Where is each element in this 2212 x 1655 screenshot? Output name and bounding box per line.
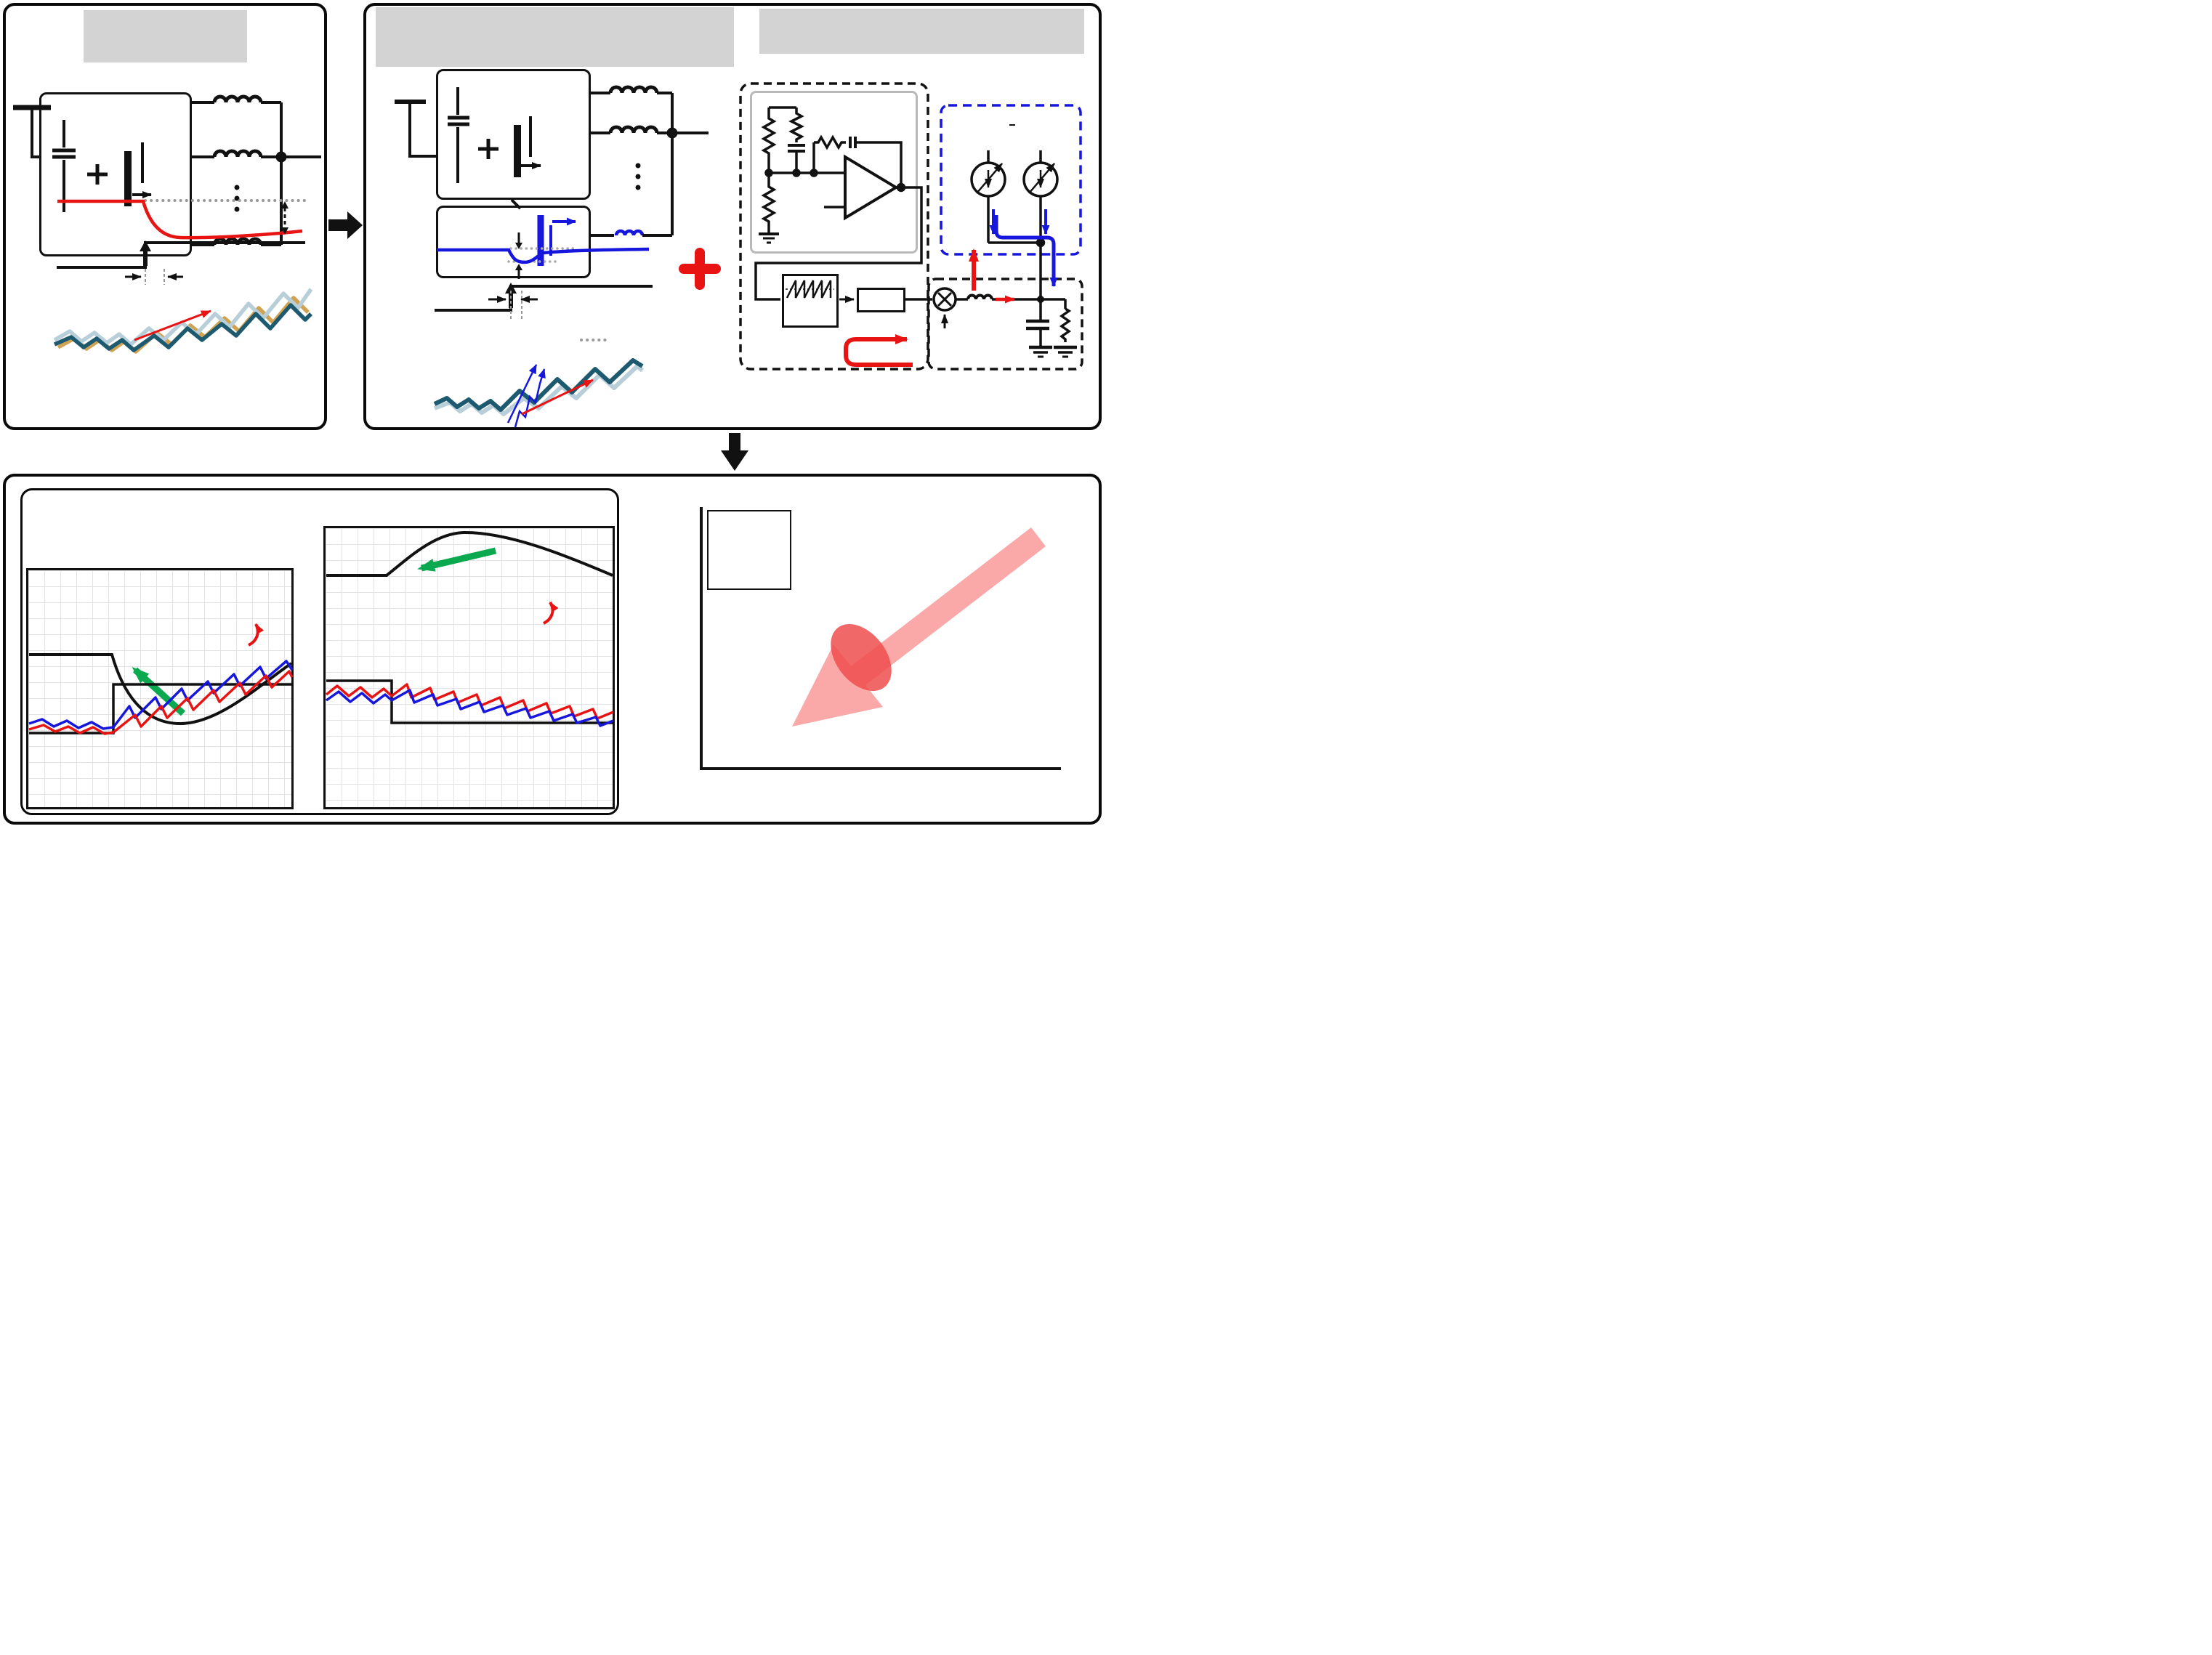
trend-blob [831, 623, 892, 692]
plus-icon [679, 248, 721, 290]
traditional-circuit [13, 94, 321, 246]
sca-loop-dashed-box [940, 104, 1082, 256]
sca-formula [944, 108, 1078, 142]
scope2-waveforms [325, 530, 614, 727]
pwm-chain [786, 280, 1077, 367]
converter-waveforms [433, 232, 653, 428]
scatter-chart [700, 507, 1061, 770]
low-frequency-box-converter [436, 69, 591, 200]
dualloop-title-box [759, 9, 1084, 54]
power-stage-dashed-box [927, 278, 1083, 371]
sca-loop-circuit [969, 150, 1059, 296]
traditional-waveforms [53, 199, 313, 354]
zoh-box [857, 288, 905, 312]
arrow-right-icon [328, 211, 363, 239]
arrow-down-icon [721, 433, 748, 471]
chart-legend [707, 510, 791, 590]
traditional-title-box [84, 10, 247, 62]
lv-high-frequency-box [436, 206, 591, 278]
error-amplifier-circuit [754, 106, 923, 301]
small-signal-dashed-box [739, 82, 929, 371]
trend-arrow [792, 527, 1046, 727]
converter-circuit [395, 85, 709, 266]
figure-root [0, 0, 1106, 828]
line-art [13, 82, 1083, 770]
scope1-waveforms [28, 623, 294, 735]
converter-title-box [376, 7, 734, 67]
ea-box-title [805, 96, 916, 111]
